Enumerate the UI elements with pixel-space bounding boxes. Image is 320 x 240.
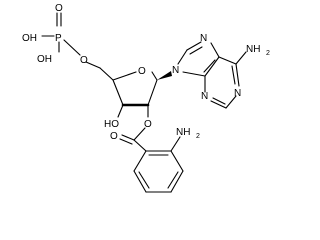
n1-label: N xyxy=(234,88,241,99)
c6-nh2-bond xyxy=(235,51,247,65)
anthraniloyl-ester xyxy=(119,127,184,193)
c3-c4-bond xyxy=(112,79,124,106)
phosphorus-label: P xyxy=(55,33,62,44)
ribose-ring xyxy=(85,61,158,118)
hydroxyl-3-label: HO xyxy=(104,119,119,130)
aniline-amine-label: NH xyxy=(176,127,190,138)
ch2-c4-bond xyxy=(99,67,114,81)
c3-oh-bond xyxy=(117,104,124,118)
benzene-bond-2 xyxy=(170,150,184,172)
c1-c2-bond xyxy=(147,79,158,106)
benzene-bond-5 xyxy=(133,170,147,193)
aniline-amine-subscript: 2 xyxy=(196,133,200,140)
amine-6-label: NH xyxy=(246,44,260,55)
benzene-inner-3 xyxy=(138,171,150,189)
c1-n9-wedge xyxy=(157,71,172,80)
n3-label: N xyxy=(201,91,208,102)
atom-labels: P O OH OH O O N N N N NH 2 HO O O NH 2 xyxy=(22,3,270,142)
carbonyl-double-bond-b xyxy=(119,138,133,145)
c2-n3-bond-a xyxy=(210,100,227,109)
c4-n9-bond xyxy=(182,71,206,77)
ester-2-oxygen-label: O xyxy=(144,119,152,130)
c6-n1-bond-b xyxy=(231,65,236,85)
n7-c5-bond xyxy=(210,42,220,58)
adenosine-anthraniloyl-phosphate-structure: P O OH OH O O N N N N NH 2 HO O O NH 2 xyxy=(22,3,270,193)
n7-label: N xyxy=(200,33,207,44)
c2-n3-bond-b xyxy=(212,97,226,105)
c6-n1-bond-a xyxy=(235,63,240,87)
c8-n7-bond-a xyxy=(186,41,202,51)
c4-o4-bond xyxy=(112,71,137,81)
carbonyl-oxygen-label: O xyxy=(110,131,118,142)
c5-c4-inner-bond xyxy=(203,59,216,73)
c5-c6-bond xyxy=(218,56,237,65)
carbonyl-aryl-bond xyxy=(133,139,147,152)
aryl-nh2-bond xyxy=(170,136,181,152)
adenine-base xyxy=(177,41,247,109)
n9-c8-bond xyxy=(177,49,188,65)
benzene-bond-6 xyxy=(133,150,147,172)
phosphate-group xyxy=(41,12,81,56)
ring-oxygen-label: O xyxy=(138,66,146,77)
c5-c4-bond xyxy=(204,56,220,77)
carbonyl-double-bond-a xyxy=(121,134,135,141)
o-ch2-bond xyxy=(85,61,101,69)
benzene-bond-3 xyxy=(170,170,184,193)
n1-c2-bond xyxy=(225,95,237,109)
benzene-inner-2 xyxy=(167,171,179,189)
phosphoryl-oxygen-label: O xyxy=(55,3,63,14)
c8-n7-bond-b xyxy=(189,46,203,55)
p-o-ester-bond xyxy=(63,39,81,56)
hydroxyl-left-label: OH xyxy=(22,33,37,44)
n9-label: N xyxy=(172,65,179,76)
amine-6-subscript: 2 xyxy=(266,50,270,57)
ester-oxygen-label: O xyxy=(80,55,88,66)
o2-carbonyl-bond xyxy=(133,127,146,141)
hydroxyl-bottom-label: OH xyxy=(37,54,52,65)
o4-c1-bond xyxy=(151,71,158,81)
